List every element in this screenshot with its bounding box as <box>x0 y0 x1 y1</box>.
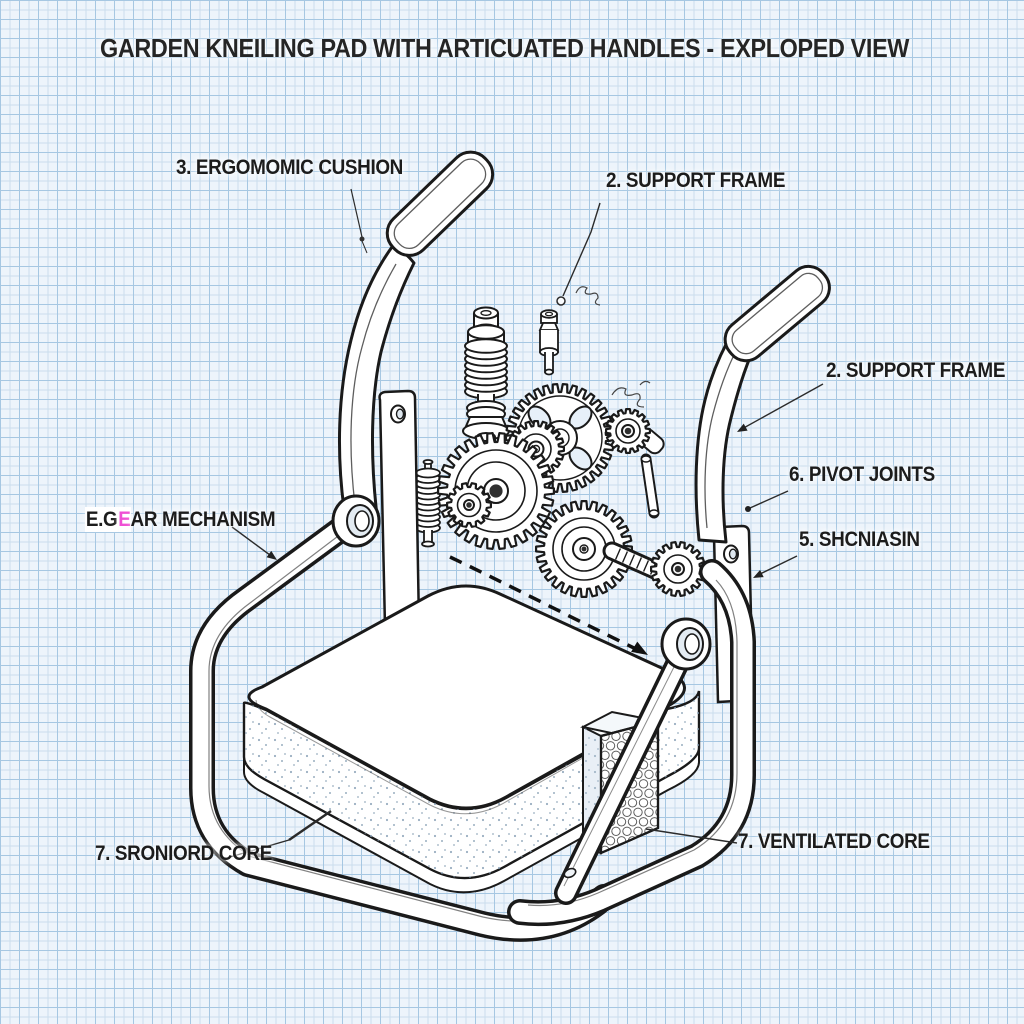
label-ergonomic-cushion: 3. ERGOMOMIC CUSHION <box>176 156 403 180</box>
label-sroniord-core-text: 7. SRONIORD CORE <box>95 842 272 865</box>
leader-lines <box>229 188 824 858</box>
label-pivot-joints: 6. PIVOT JOINTS <box>789 463 935 487</box>
label-pivot-joints-text: 6. PIVOT JOINTS <box>789 463 935 486</box>
label-support-frame-top: 2. SUPPORT FRAME <box>606 169 785 193</box>
label-ergonomic-cushion-text: 3. ERGOMOMIC CUSHION <box>176 156 403 179</box>
label-ventilated-core: 7. VENTILATED CORE <box>738 830 930 854</box>
diagram-title: GARDEN KNEILING PAD WITH ARTICUATED HAND… <box>100 33 910 63</box>
right-pivot-joint <box>660 617 712 671</box>
label-ventilated-core-text: 7. VENTILATED CORE <box>738 830 930 853</box>
label-support-frame-right-text: 2. SUPPORT FRAME <box>826 359 1006 382</box>
gear-mechanism-cluster <box>437 383 651 598</box>
label-shcniasin: 5. SHCNIASIN <box>799 528 920 552</box>
label-gear-mechanism: E.GEAR MECHANISM <box>85 507 276 532</box>
label-shcniasin-text: 5. SHCNIASIN <box>799 528 920 551</box>
gear-small-end <box>650 541 706 597</box>
left-pivot-joint <box>331 494 381 548</box>
label-gear-mechanism-prefix: E.G <box>85 507 119 532</box>
right-frame-diagonal <box>554 638 696 905</box>
right-handle-grip <box>723 264 831 363</box>
left-handle-bar <box>378 389 421 629</box>
left-handle-grip <box>385 150 495 257</box>
label-support-frame-right: 2. SUPPORT FRAME <box>826 359 1005 383</box>
label-gear-mechanism-rest: AR MECHANISM <box>130 508 276 531</box>
label-gear-mechanism-glitch: E <box>118 507 131 532</box>
cushion <box>242 584 701 894</box>
bolt-pin <box>538 309 560 376</box>
spring-assembly <box>462 306 510 454</box>
assembly-arrow <box>449 555 648 655</box>
small-spring <box>415 459 441 548</box>
label-support-frame-top-text: 2. SUPPORT FRAME <box>606 169 786 192</box>
sketch-scribbles <box>575 286 651 408</box>
label-sroniord-core: 7. SRONIORD CORE <box>95 842 272 866</box>
left-handle-arm <box>337 245 416 518</box>
